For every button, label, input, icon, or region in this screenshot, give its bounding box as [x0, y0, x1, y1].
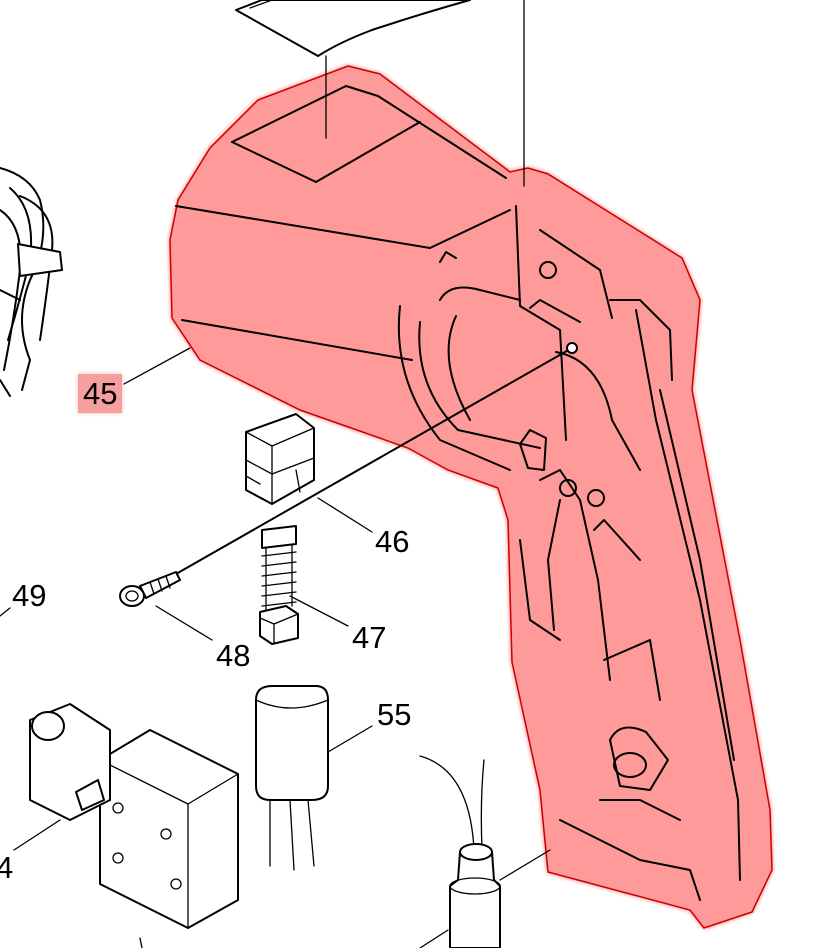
leader-47	[289, 595, 349, 627]
housing-half-part-45[interactable]	[169, 65, 773, 929]
screw-insertion-line	[175, 347, 573, 575]
callout-label-54[interactable]: 4	[0, 850, 14, 885]
brush-holder-part-46	[245, 413, 315, 505]
leader-46	[317, 497, 373, 533]
callout-label-55[interactable]: 55	[377, 697, 412, 732]
carbon-brush-part-47	[259, 525, 299, 645]
leader-45	[123, 347, 191, 385]
field-coil-cables	[0, 167, 63, 397]
leader-49	[0, 607, 11, 617]
callout-label-47[interactable]: 47	[352, 620, 387, 655]
label-plate-part	[235, 0, 471, 57]
switch-part-54	[29, 703, 239, 929]
leader-54	[13, 819, 61, 851]
callout-label-48[interactable]: 48	[216, 638, 251, 673]
callout-label-45[interactable]: 45	[78, 374, 123, 413]
leader-48	[155, 605, 213, 641]
cord-guard-part	[419, 755, 501, 948]
screw-boss	[566, 342, 578, 354]
leader-55	[327, 725, 373, 753]
leader-bottom	[419, 929, 449, 948]
capacitor-part-55	[255, 685, 329, 871]
callout-label-49[interactable]: 49	[12, 578, 47, 613]
screw-part-48	[119, 571, 181, 607]
callout-label-46[interactable]: 46	[375, 524, 410, 559]
leader-cord-guard	[499, 849, 551, 881]
leader-bottom-left	[139, 937, 143, 948]
